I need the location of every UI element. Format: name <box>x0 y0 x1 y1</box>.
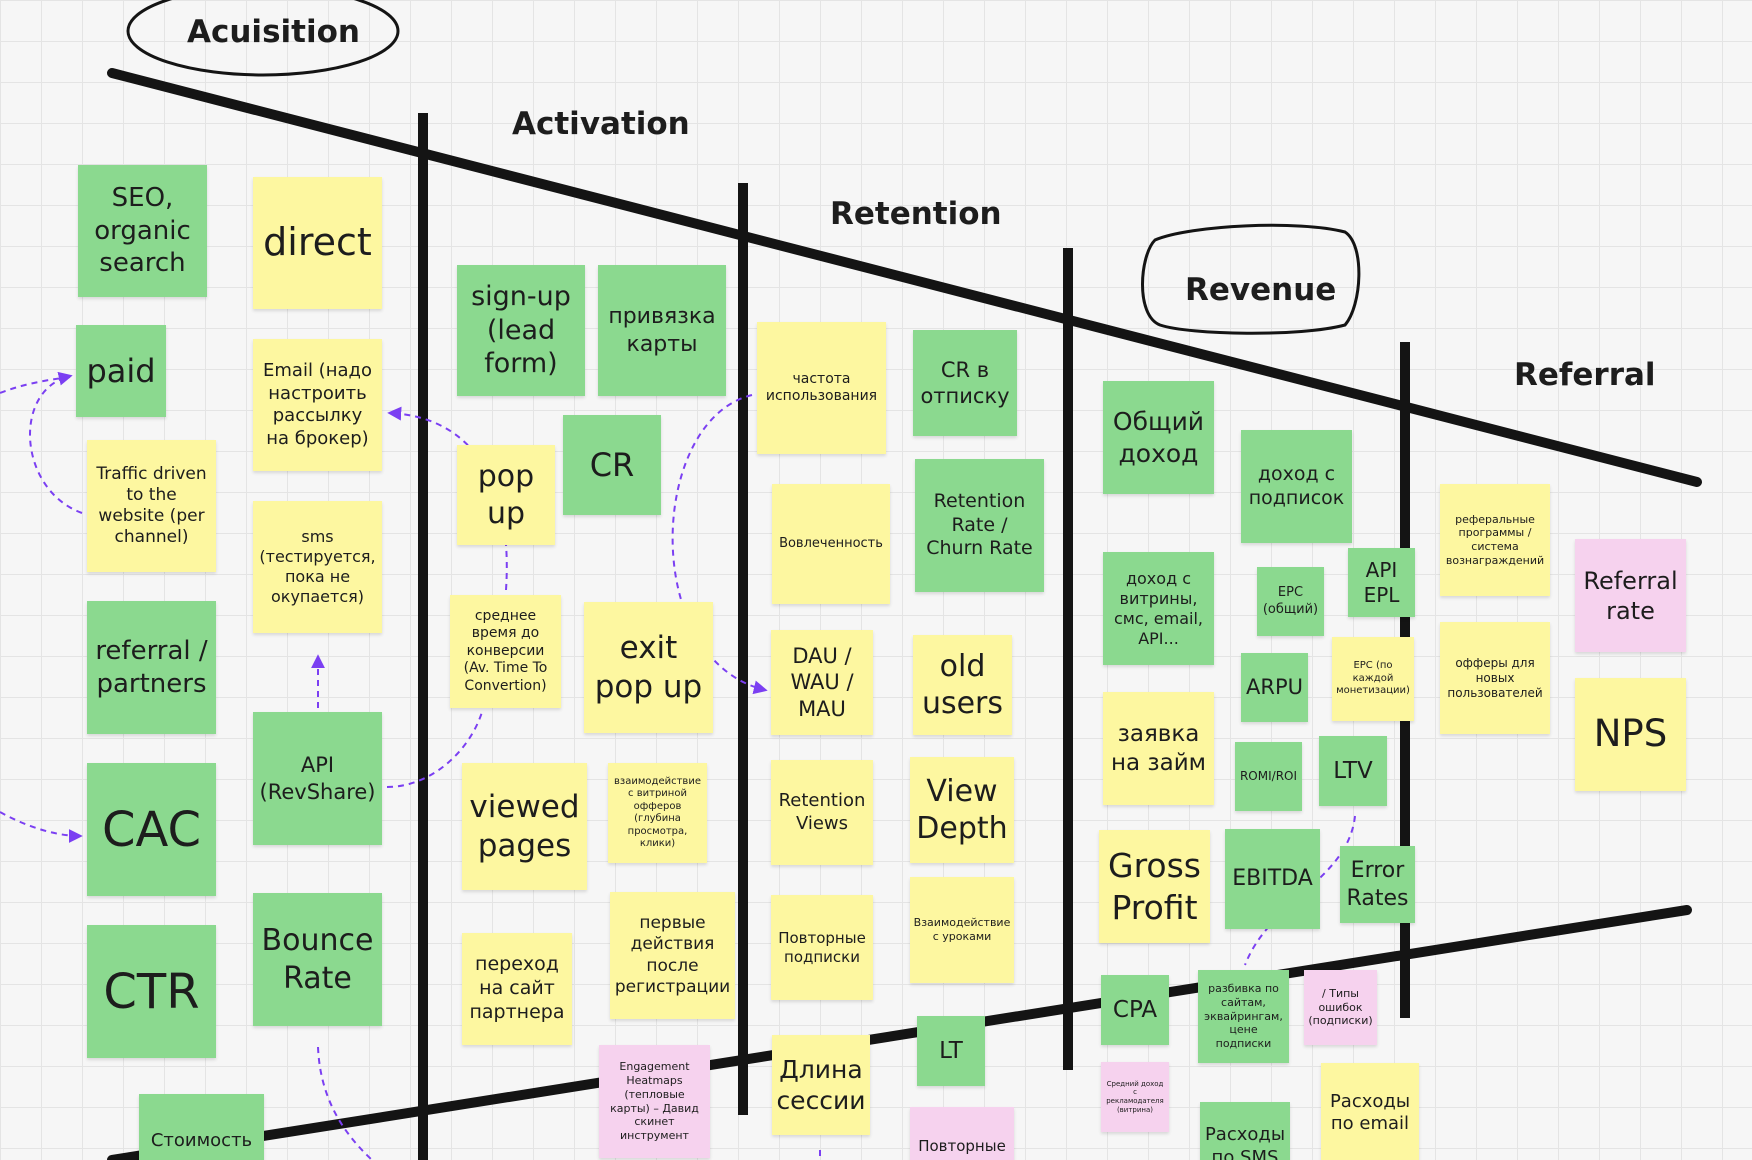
sticky-note-arpu[interactable]: ARPU <box>1241 653 1308 722</box>
sticky-note-cr-unsubscribe[interactable]: CR в отписку <box>913 330 1017 436</box>
sticky-note-cost[interactable]: Стоимость <box>139 1094 264 1160</box>
sticky-note-referral-rate[interactable]: Referral rate <box>1575 539 1686 652</box>
sticky-note-direct[interactable]: direct <box>253 177 382 309</box>
stage-title-acquisition: Acuisition <box>187 14 360 50</box>
sticky-note-loan-application[interactable]: заявка на займ <box>1103 692 1214 805</box>
sticky-note-total-income[interactable]: Общий доход <box>1103 381 1214 494</box>
sticky-note-traffic[interactable]: Traffic driven to the website (per chann… <box>87 440 216 572</box>
sticky-note-lt[interactable]: LT <box>917 1016 985 1086</box>
funnel-top-line <box>107 68 1702 487</box>
sticky-note-error-rates[interactable]: Error Rates <box>1340 846 1415 923</box>
sticky-note-epc-total[interactable]: EPC (общий) <box>1257 567 1324 636</box>
sticky-note-breakdown[interactable]: разбивка по сайтам, эквайрингам, цене по… <box>1198 970 1289 1063</box>
stage-title-retention: Retention <box>830 196 1002 232</box>
sticky-note-card-binding[interactable]: привязка карты <box>598 265 726 396</box>
connector-arrow <box>317 1046 373 1160</box>
sticky-note-email-expenses[interactable]: Расходы по email <box>1321 1063 1419 1160</box>
sticky-note-gross-profit[interactable]: Gross Profit <box>1099 830 1210 943</box>
connector-arrow <box>0 811 83 843</box>
stage-title-revenue: Revenue <box>1185 272 1337 308</box>
sticky-note-email-broker[interactable]: Email (надо настроить рассылку на брокер… <box>253 339 382 471</box>
sticky-note-nps[interactable]: NPS <box>1575 678 1686 791</box>
sticky-note-subscription-income[interactable]: доход с подписок <box>1241 430 1352 543</box>
sticky-note-new-user-offers[interactable]: офферы для новых пользователей <box>1440 622 1550 734</box>
sticky-note-api-revshare[interactable]: API (RevShare) <box>253 712 382 845</box>
connector-arrow <box>386 711 483 788</box>
sticky-note-romi[interactable]: ROMI/ROI <box>1235 742 1302 811</box>
sticky-note-repeat-bottom[interactable]: Повторные <box>910 1107 1014 1160</box>
sticky-note-dau-wau-mau[interactable]: DAU / WAU / MAU <box>771 630 873 735</box>
sticky-note-usage-frequency[interactable]: частота использования <box>757 322 886 454</box>
sticky-note-sms[interactable]: sms (тестируется, пока не окупается) <box>253 501 382 633</box>
sticky-note-error-types[interactable]: / Типы ошибок (подписки) <box>1304 970 1377 1045</box>
sticky-note-exit-popup[interactable]: exit pop up <box>584 602 713 733</box>
acquisition-circle <box>126 0 400 77</box>
sticky-note-popup[interactable]: pop up <box>457 445 555 545</box>
sticky-note-paid[interactable]: paid <box>76 325 166 417</box>
connector-arrow <box>29 371 83 514</box>
sticky-note-partner-site[interactable]: переход на сайт партнера <box>462 933 572 1045</box>
sticky-note-api-epl[interactable]: API EPL <box>1348 548 1415 617</box>
sticky-note-cr[interactable]: CR <box>563 415 661 515</box>
sticky-note-repeat-subscriptions[interactable]: Повторные подписки <box>771 895 873 1000</box>
funnel-bottom-line <box>107 905 1692 1160</box>
sticky-note-lesson-interaction[interactable]: Взаимодействие с уроками <box>910 877 1014 983</box>
sticky-note-first-actions[interactable]: первые действия после регистрации <box>610 892 735 1019</box>
sticky-note-referral-programs[interactable]: реферальные программы / система вознагра… <box>1440 484 1550 596</box>
sticky-note-cac[interactable]: CAC <box>87 763 216 896</box>
sticky-note-ltv[interactable]: LTV <box>1319 736 1387 806</box>
sticky-note-retention-views[interactable]: Retention Views <box>771 760 873 865</box>
sticky-note-view-depth[interactable]: View Depth <box>910 757 1014 863</box>
sticky-note-avg-time[interactable]: среднее время до конверсии (Av. Time To … <box>450 595 561 708</box>
sticky-note-showcase-interaction[interactable]: взаимодействие с витриной офферов (глуби… <box>608 763 707 863</box>
connector-arrow <box>0 376 71 394</box>
sticky-note-ctr[interactable]: CTR <box>87 925 216 1058</box>
sticky-note-seo[interactable]: SEO, organic search <box>78 165 207 297</box>
sticky-note-session-length[interactable]: Длина сессии <box>772 1035 870 1135</box>
sticky-note-old-users[interactable]: old users <box>913 635 1012 735</box>
sticky-note-sms-expenses[interactable]: Расходы по SMS <box>1200 1102 1290 1160</box>
sticky-note-avg-advertiser-income[interactable]: Средний доход с рекламодателя (витрина) <box>1101 1062 1169 1132</box>
sticky-note-retention-rate[interactable]: Retention Rate / Churn Rate <box>915 459 1044 592</box>
sticky-note-engagement-heatmaps[interactable]: Engagement Heatmaps (тепловые карты) – Д… <box>599 1045 710 1158</box>
sticky-note-bounce-rate[interactable]: Bounce Rate <box>253 893 382 1026</box>
stage-title-activation: Activation <box>512 106 690 142</box>
sticky-note-cpa[interactable]: CPA <box>1101 975 1169 1045</box>
sticky-note-ebitda[interactable]: EBITDA <box>1225 829 1320 929</box>
stage-title-referral: Referral <box>1514 357 1656 393</box>
sticky-note-viewed-pages[interactable]: viewed pages <box>462 763 587 890</box>
sticky-note-signup[interactable]: sign-up (lead form) <box>457 265 585 396</box>
revenue-circle <box>1141 223 1361 335</box>
connector-arrow <box>671 394 768 695</box>
sticky-note-engagement[interactable]: Вовлеченность <box>772 484 890 604</box>
sticky-note-showcase-income[interactable]: доход с витрины, смс, email, API... <box>1103 552 1214 665</box>
sticky-note-referral-partners[interactable]: referral / partners <box>87 601 216 734</box>
sticky-note-epc-each[interactable]: EPC (по каждой монетизации) <box>1332 637 1414 721</box>
